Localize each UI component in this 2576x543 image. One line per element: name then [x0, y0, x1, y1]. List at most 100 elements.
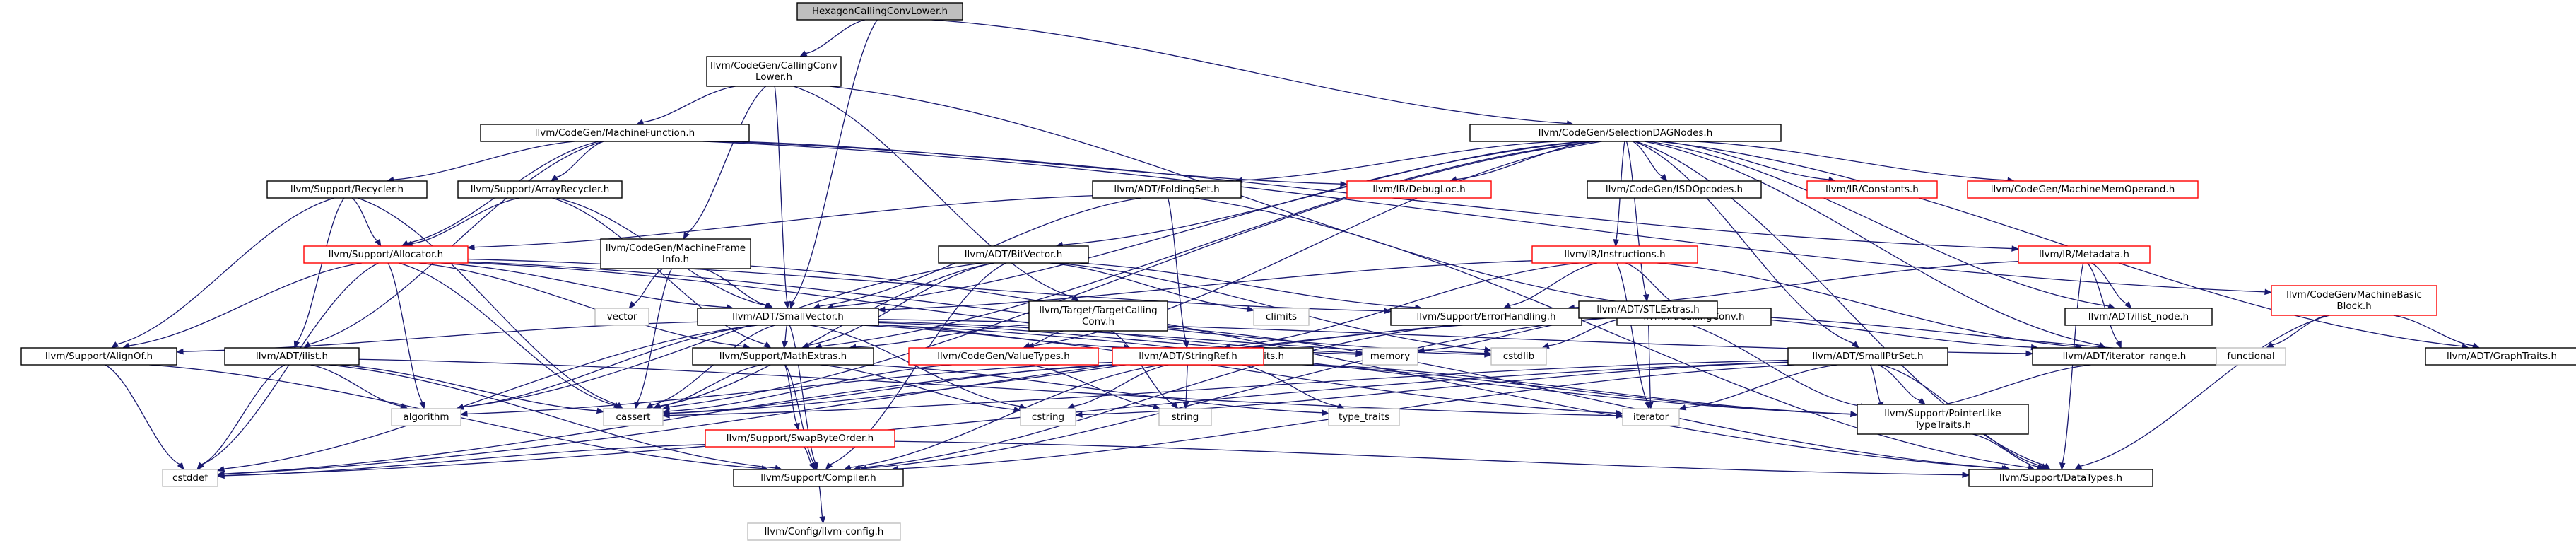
node-constants[interactable]: llvm/IR/Constants.h: [1806, 180, 1938, 199]
arrowhead-icon: [550, 174, 559, 182]
edge-line: [1509, 262, 1598, 306]
node-box: [391, 408, 461, 426]
arrowhead-icon: [2265, 341, 2274, 349]
node-vector: vector: [594, 308, 649, 326]
node-box: [938, 245, 1089, 264]
node-label: llvm/ADT/GraphTraits.h: [2447, 351, 2557, 362]
node-box: [1028, 300, 1168, 332]
arrowhead-icon: [683, 231, 690, 240]
node-label: algorithm: [403, 411, 449, 423]
node-iterrange[interactable]: llvm/ADT/iterator_range.h: [2032, 347, 2217, 366]
node-label: llvm/CodeGen/MachineBasic: [2286, 289, 2422, 300]
node-arecycler[interactable]: llvm/Support/ArrayRecycler.h: [457, 180, 623, 199]
arrowhead-icon: [825, 462, 833, 471]
edge-sdn-to-ilistnode: [1649, 141, 2116, 309]
node-foldset[interactable]: llvm/ADT/FoldingSet.h: [1092, 180, 1242, 199]
edge-mathextras-to-cassert: [653, 364, 763, 409]
node-mf[interactable]: llvm/CodeGen/MachineFunction.h: [480, 124, 750, 142]
edge-line: [1548, 317, 1625, 346]
arrowhead-icon: [1066, 403, 1076, 409]
arrowhead-icon: [596, 407, 605, 414]
node-datatypes[interactable]: llvm/Support/DataTypes.h: [1968, 469, 2153, 487]
edge-line: [2080, 315, 2330, 467]
edge-smallptrset-to-utility: [1869, 364, 1884, 410]
arrowhead-icon: [466, 244, 475, 250]
edge-cccl-to-tcc: [793, 86, 1080, 302]
arrowhead-icon: [2059, 462, 2066, 471]
node-graphtraits[interactable]: llvm/ADT/GraphTraits.h: [2425, 347, 2576, 366]
arrowhead-icon: [645, 402, 654, 409]
node-isdop[interactable]: llvm/CodeGen/ISDOpcodes.h: [1587, 180, 1762, 199]
edge-line: [1230, 262, 1580, 347]
arrowhead-icon: [110, 341, 119, 349]
node-climits: climits: [1253, 308, 1310, 326]
node-metadata[interactable]: llvm/IR/Metadata.h: [2018, 245, 2151, 264]
node-stringref[interactable]: llvm/ADT/StringRef.h: [1112, 347, 1264, 366]
node-label: HexagonCallingConvLower.h: [812, 6, 948, 17]
arrowhead-icon: [1074, 411, 1083, 418]
edge-line: [351, 197, 378, 241]
arrowhead-icon: [175, 348, 184, 355]
node-cccl[interactable]: llvm/CodeGen/CallingConvLower.h: [706, 56, 842, 87]
node-ilistnode[interactable]: llvm/ADT/ilist_node.h: [2064, 308, 2213, 326]
node-alignof[interactable]: llvm/Support/AlignOf.h: [20, 347, 177, 366]
edge-smallvector-to-cstring: [809, 325, 1028, 409]
node-stlextras[interactable]: llvm/ADT/STLExtras.h: [1578, 300, 1718, 319]
node-box: [1968, 469, 2153, 487]
node-iterator: iterator: [1622, 408, 1680, 426]
node-mmo[interactable]: llvm/CodeGen/MachineMemOperand.h: [1967, 180, 2199, 199]
node-label: llvm/Support/ErrorHandling.h: [1416, 311, 1555, 322]
node-bitvector[interactable]: llvm/ADT/BitVector.h: [938, 245, 1089, 264]
node-label: llvm/Support/DataTypes.h: [1999, 472, 2122, 484]
node-box: [162, 469, 218, 487]
edge-line: [1574, 261, 2019, 308]
arrowhead-icon: [1647, 402, 1654, 410]
edge-stlextras-to-compiler: [859, 317, 1606, 472]
edge-line: [1647, 317, 1652, 403]
node-instructions[interactable]: llvm/IR/Instructions.h: [1531, 245, 1698, 264]
node-smallptrset[interactable]: llvm/ADT/SmallPtrSet.h: [1787, 347, 1948, 366]
edge-line: [659, 364, 763, 407]
node-typetraits: type_traits: [1328, 408, 1400, 426]
arrowhead-icon: [196, 462, 204, 471]
node-box: [1362, 347, 1418, 366]
node-mathextras[interactable]: llvm/Support/MathExtras.h: [692, 347, 874, 366]
node-valuetypes[interactable]: llvm/CodeGen/ValueTypes.h: [908, 347, 1099, 366]
node-allocator[interactable]: llvm/Support/Allocator.h: [303, 245, 469, 264]
edge-allocator-to-algorithm: [387, 262, 425, 410]
arrowhead-icon: [419, 401, 425, 410]
arrowhead-icon: [1355, 351, 1364, 358]
edge-line: [339, 364, 598, 411]
edge-line: [793, 86, 1074, 298]
edge-stringref-to-algorithm: [459, 361, 1113, 417]
edge-recycler-to-alignof: [110, 197, 335, 349]
node-errh[interactable]: llvm/Support/ErrorHandling.h: [1390, 308, 1582, 326]
node-compiler[interactable]: llvm/Support/Compiler.h: [733, 469, 904, 487]
node-label: Conv.h: [1082, 316, 1114, 327]
node-smallvector[interactable]: llvm/ADT/SmallVector.h: [697, 308, 879, 326]
node-box: [2018, 245, 2151, 264]
node-box: [2216, 347, 2286, 366]
edge-line: [878, 325, 1852, 415]
edge-smallptrset-to-cassert: [661, 359, 1789, 419]
edge-line: [223, 361, 1789, 477]
arrowhead-icon: [216, 465, 225, 472]
arrowhead-icon: [782, 341, 788, 349]
node-swapbyte[interactable]: llvm/Support/SwapByteOrder.h: [705, 429, 895, 448]
node-sdn[interactable]: llvm/CodeGen/SelectionDAGNodes.h: [1469, 124, 1782, 142]
node-debugloc[interactable]: llvm/IR/DebugLoc.h: [1346, 180, 1492, 199]
node-ilist[interactable]: llvm/ADT/ilist.h: [224, 347, 360, 366]
node-label: iterator: [1633, 411, 1669, 423]
edge-line: [1062, 141, 1583, 245]
node-label: functional: [2227, 351, 2274, 362]
edge-sdn-to-stlextras: [1625, 141, 1649, 303]
edge-line: [1029, 330, 1064, 346]
arrowhead-icon: [794, 422, 800, 431]
node-recycler[interactable]: llvm/Support/Recycler.h: [266, 180, 428, 199]
edge-line: [1635, 141, 2046, 467]
node-box: [600, 238, 751, 269]
